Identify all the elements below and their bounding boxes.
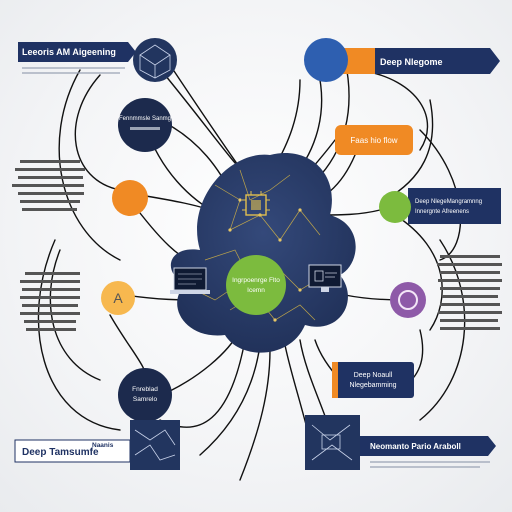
orange-box-text: Faas hio flow: [350, 136, 397, 145]
left-text-block-2: [20, 272, 80, 331]
navy-node-top-label: Fennmmsle Sanmg: [119, 116, 171, 122]
laptop-icon: [170, 267, 210, 294]
banner-mid-right-text: Deep NlegeMangramnng: [415, 199, 482, 205]
purple-node: [390, 282, 426, 318]
network-cube-icon: [133, 38, 177, 82]
peach-node: A: [101, 281, 135, 315]
green-node-label-1: Ingrpoenrge Flto: [232, 277, 280, 284]
lower-right-box-line1: Deep Noaull: [354, 372, 393, 379]
banner-top-left: Leeoris AM Aigeening: [18, 42, 136, 74]
peach-node-glyph: A: [113, 290, 123, 306]
banner-top-right-text: Deep Nlegome: [380, 57, 443, 67]
chip-icon: [242, 191, 270, 216]
circuit-square-right: [305, 415, 360, 470]
banner-mid-right: Deep NlegeMangramnng Innergnte Afreenens: [379, 188, 501, 224]
orange-node-left: [112, 180, 148, 216]
green-center-node: Ingrpoenrge Flto Icemn: [226, 255, 286, 315]
navy-node-bottom-label-1: Fnreblad: [132, 386, 158, 393]
right-text-block: [437, 255, 502, 330]
circuit-square-left: [130, 420, 180, 470]
banner-top-left-text: Leeoris AM Aigeening: [22, 47, 116, 57]
left-text-block-1: [12, 160, 85, 211]
banner-bottom-right: Neomanto Pario Araboll: [305, 415, 496, 470]
central-cloud: [170, 153, 356, 353]
banner-top-right: Deep Nlegome: [304, 38, 500, 82]
banner-bottom-left-tag: Naanis: [92, 442, 114, 449]
monitor-icon: [308, 264, 342, 292]
green-node-label-2: Icemn: [247, 287, 265, 294]
orange-box: Faas hio flow: [335, 125, 413, 155]
navy-node-bottom-label-2: Samrelo: [133, 396, 158, 403]
banner-bottom-right-text: Neomanto Pario Araboll: [370, 442, 461, 451]
lower-right-box-line2: Nlegebamming: [349, 382, 396, 389]
navy-node-bottom: Fnreblad Samrelo: [118, 368, 172, 422]
banner-bottom-left-text: Deep Tamsumfe: [22, 447, 99, 458]
lower-right-box: Deep Noaull Nlegebamming: [332, 362, 414, 398]
banner-bottom-left: Deep Tamsumfe Naanis: [14, 420, 180, 470]
banner-mid-right-sub: Innergnte Afreenens: [415, 209, 469, 215]
navy-node-top: Fennmmsle Sanmg: [118, 98, 172, 152]
